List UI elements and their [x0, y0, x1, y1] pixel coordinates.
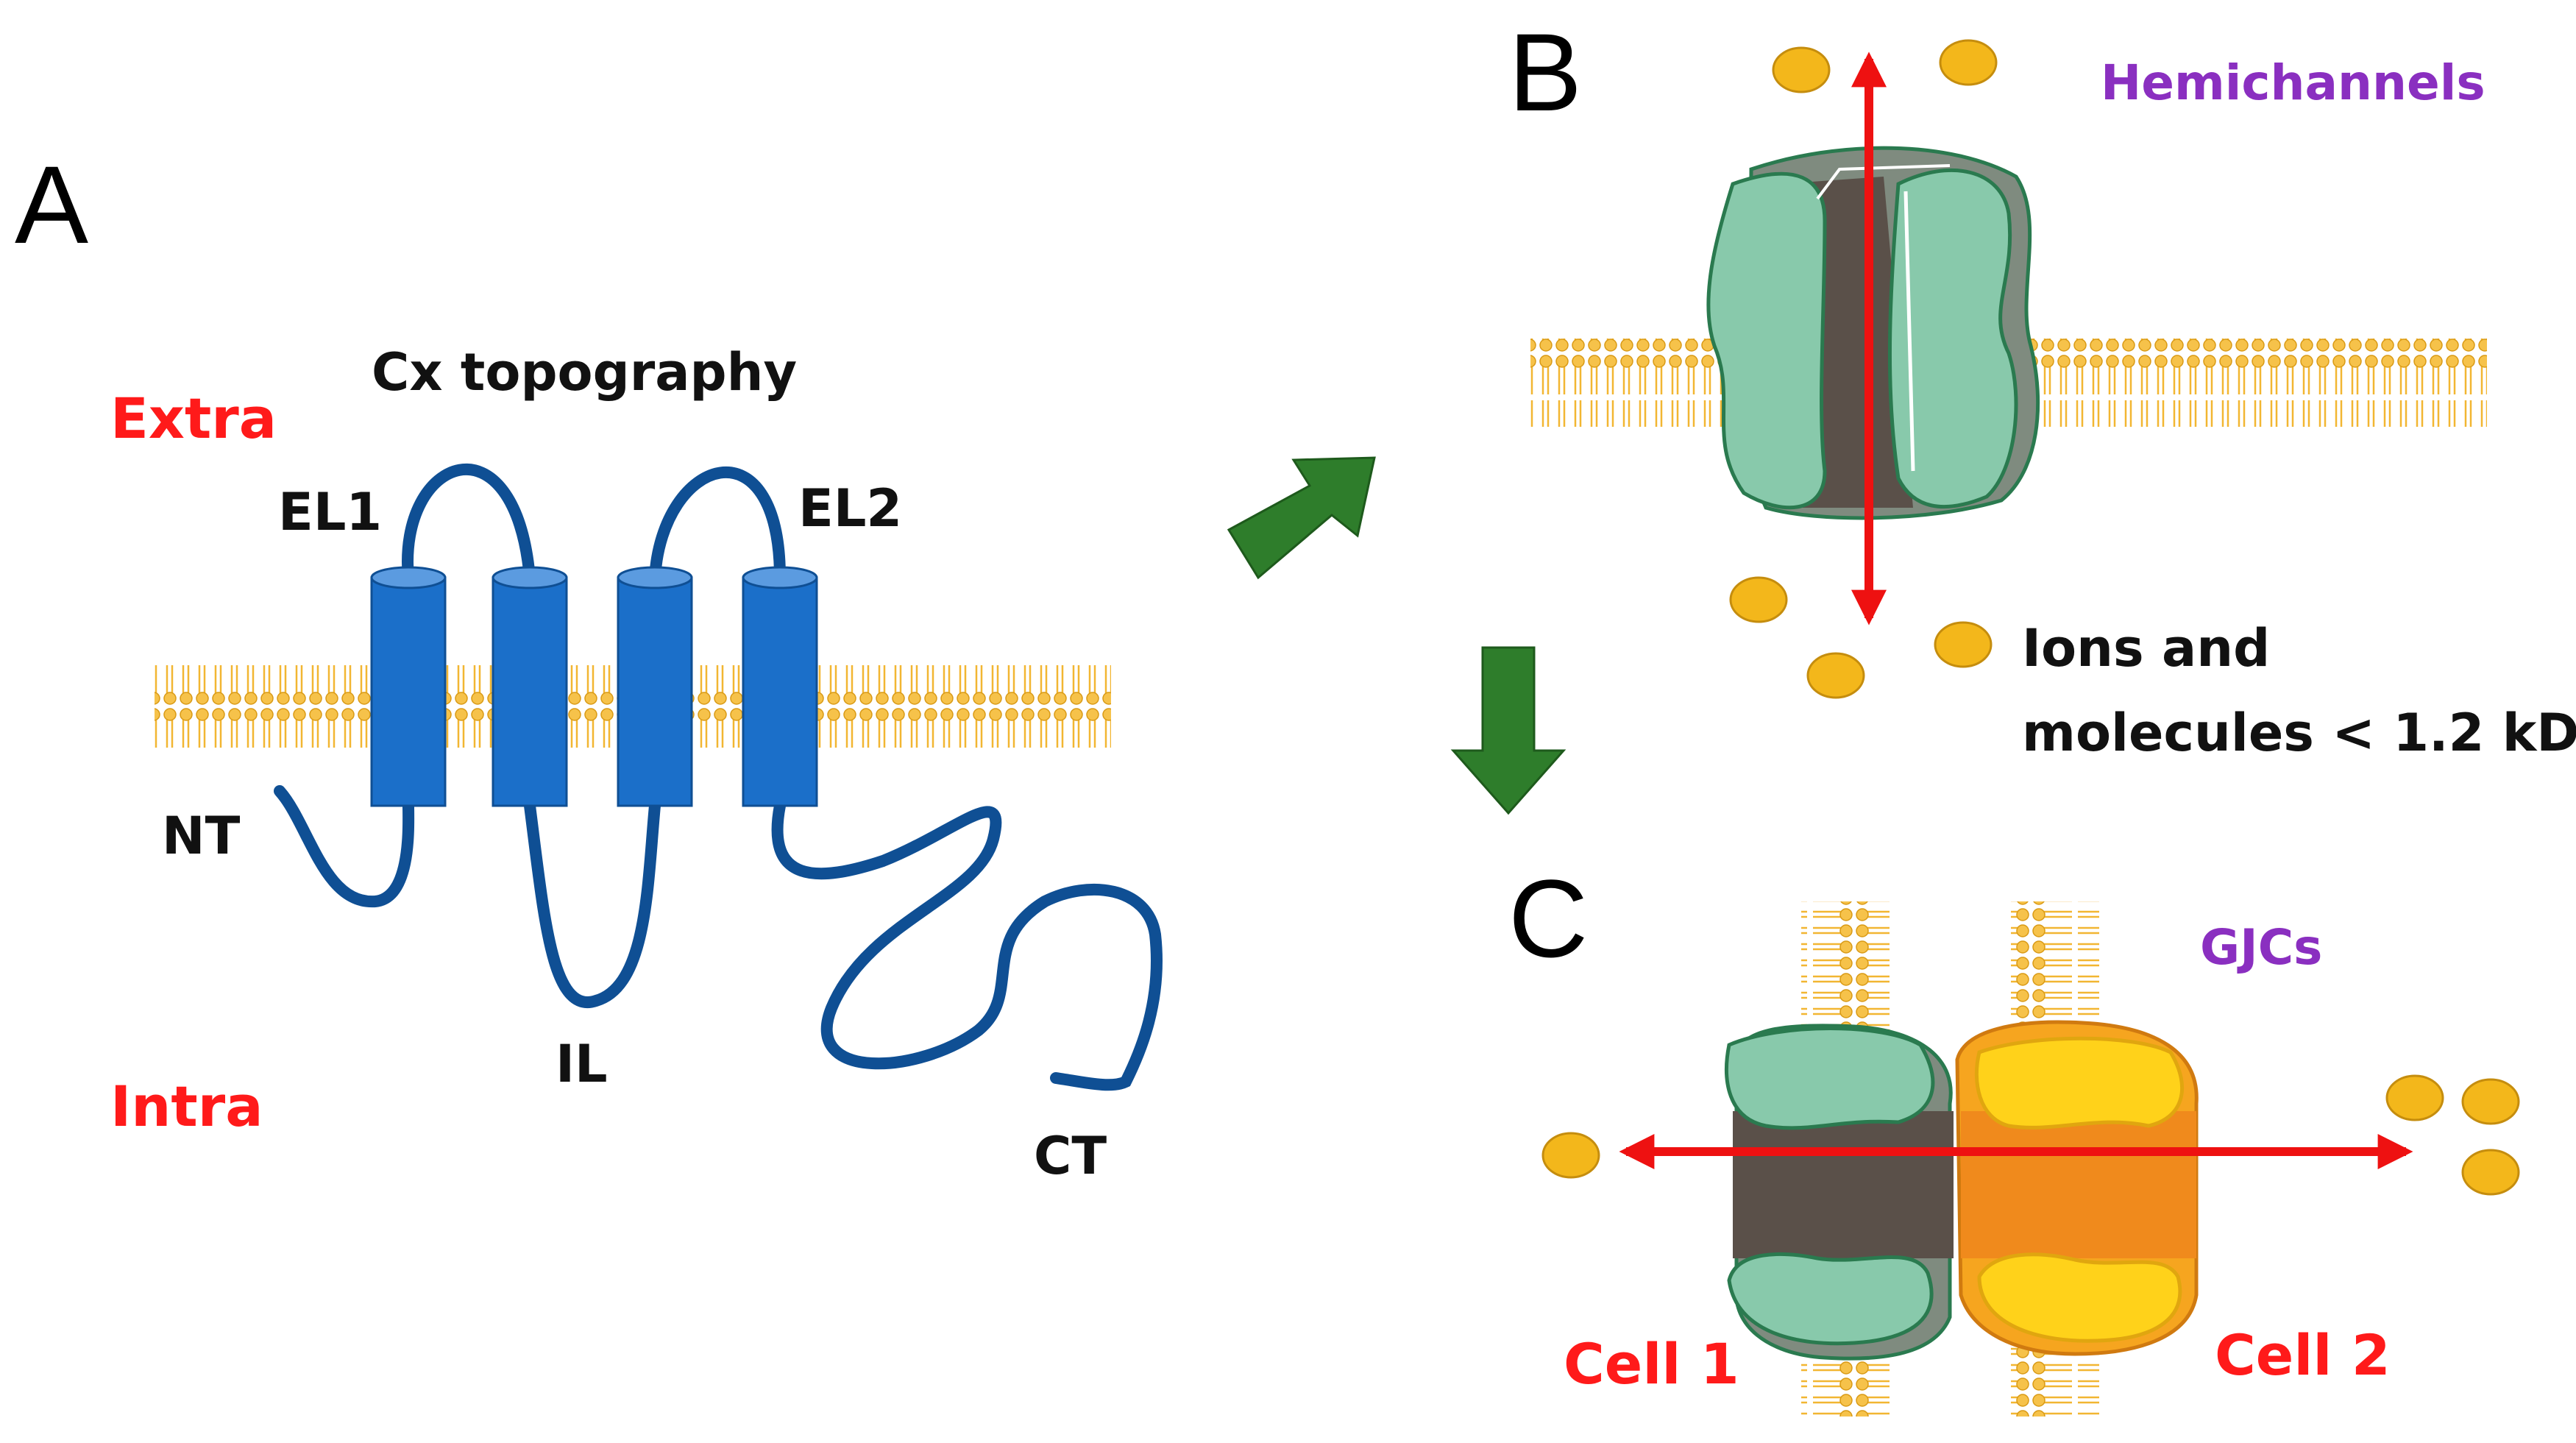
- connexon-cell2: [1955, 1020, 2199, 1356]
- ct-tail: [771, 800, 1163, 1091]
- el2-loop: [649, 466, 786, 584]
- panel-c: C GJCs Cell 1 Cell 2: [1508, 857, 2520, 1417]
- hemichannel-molecules: [1729, 39, 1998, 699]
- transmembrane-helices: [370, 566, 818, 807]
- panel-a: A Cx topography Extra Intra EL1 EL2 NT: [15, 143, 1163, 1186]
- hemichannels-title: Hemichannels: [2101, 54, 2485, 111]
- arrow-to-gjc: [1450, 646, 1566, 815]
- cell-1-label: Cell 1: [1564, 1331, 1739, 1397]
- panel-label-b: B: [1508, 10, 1582, 134]
- extra-label: Extra: [110, 386, 277, 451]
- nt-label: NT: [162, 806, 241, 866]
- gjc-molecules: [1541, 1074, 2520, 1196]
- nt-tail: [274, 785, 415, 908]
- il-label: IL: [556, 1034, 608, 1094]
- connexin-loops: [274, 463, 1163, 1091]
- arrow-to-hemichannel: [1227, 456, 1376, 580]
- intra-label: Intra: [110, 1074, 263, 1139]
- cx-topography-title: Cx topography: [372, 342, 797, 403]
- green-arrows: [1227, 456, 1566, 815]
- caption-ions: Ions and: [2022, 618, 2270, 678]
- il-loop: [524, 800, 661, 1008]
- el1-label: EL1: [278, 482, 382, 542]
- connexon-cell1: [1725, 1024, 1954, 1361]
- el1-loop: [402, 463, 536, 584]
- panel-label-c: C: [1508, 857, 1588, 980]
- panel-label-a: A: [15, 143, 88, 266]
- ct-label: CT: [1034, 1126, 1107, 1186]
- caption-molecules: molecules < 1.2 kDa: [2022, 703, 2576, 763]
- gjcs-title: GJCs: [2200, 919, 2322, 976]
- panel-b: B Hemichannels Ions and molecules < 1.2 …: [1508, 10, 2576, 763]
- cell-2-label: Cell 2: [2215, 1322, 2391, 1388]
- el2-label: EL2: [798, 478, 902, 539]
